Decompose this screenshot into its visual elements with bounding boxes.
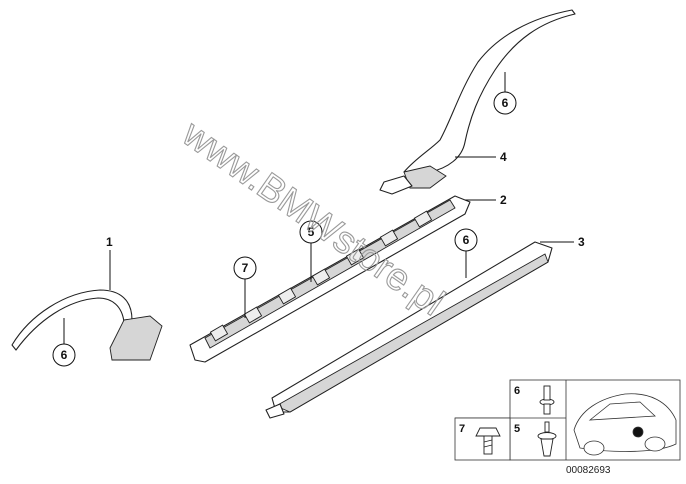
- car-silhouette-icon: [573, 393, 677, 456]
- callout-5: 5: [299, 220, 323, 282]
- callout-4: 4: [455, 150, 507, 164]
- part-1-front-arch-trim[interactable]: [11, 289, 163, 361]
- part-2-sill-rail[interactable]: [189, 195, 471, 363]
- svg-text:3: 3: [578, 235, 585, 249]
- legend-box: 6 7 5: [454, 379, 681, 461]
- diagram-code: 00082693: [566, 465, 611, 476]
- callout-7: 7: [233, 256, 257, 318]
- rivet-icon: [539, 385, 555, 415]
- legend-label-7: 7: [459, 423, 465, 435]
- callout-6-front-arch: 6: [52, 318, 76, 367]
- svg-text:5: 5: [308, 225, 315, 239]
- screw-icon: [475, 427, 501, 455]
- svg-text:1: 1: [106, 235, 113, 249]
- svg-text:6: 6: [502, 96, 509, 110]
- callout-1: 1: [106, 235, 113, 290]
- rail-clips: [209, 210, 433, 342]
- svg-text:7: 7: [242, 261, 249, 275]
- svg-text:6: 6: [61, 348, 68, 362]
- legend-label-5: 5: [514, 423, 520, 435]
- part-3-rocker-trim[interactable]: [265, 241, 553, 419]
- callout-2: 2: [465, 193, 507, 207]
- svg-text:6: 6: [463, 233, 470, 247]
- callout-3: 3: [540, 235, 585, 249]
- callout-6-rocker: 6: [454, 228, 478, 278]
- svg-text:2: 2: [500, 193, 507, 207]
- push-rivet-icon: [537, 421, 557, 457]
- callout-6-rear-arch: 6: [493, 72, 517, 115]
- legend-label-6: 6: [514, 385, 520, 397]
- part-4-rear-arch-trim[interactable]: [379, 9, 576, 195]
- svg-text:4: 4: [500, 150, 507, 164]
